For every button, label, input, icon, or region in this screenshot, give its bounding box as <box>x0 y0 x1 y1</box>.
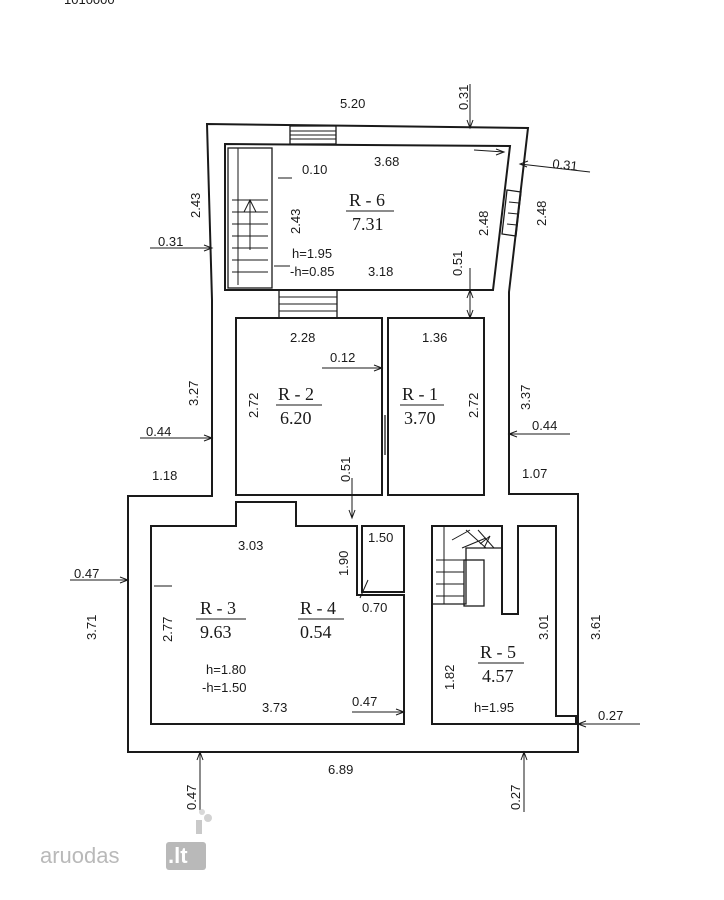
opening-r6-r2 <box>278 289 338 319</box>
dim-right-027: 0.27 <box>598 708 623 723</box>
dim-bottom-689: 6.89 <box>328 762 353 777</box>
room-r4-code: R - 4 <box>300 598 336 618</box>
room-r5-outline <box>431 525 577 725</box>
dim-r1-136: 1.36 <box>422 330 447 345</box>
dim-right-031: 0.31 <box>552 156 579 174</box>
room-r4-area: 0.54 <box>300 622 332 642</box>
window-right-r6 <box>501 189 522 237</box>
dim-left-371: 3.71 <box>84 615 99 640</box>
dim-top-520: 5.20 <box>340 96 365 111</box>
dim-r6-318: 3.18 <box>368 264 393 279</box>
room-r2-outline <box>235 317 383 496</box>
staircase-r6 <box>227 147 273 289</box>
dim-left-118: 1.18 <box>152 468 177 483</box>
note-r6-minus-h: -h=0.85 <box>290 264 334 279</box>
dim-left-327: 3.27 <box>186 381 201 406</box>
dim-right-361: 3.61 <box>588 615 603 640</box>
dim-right-107: 1.07 <box>522 466 547 481</box>
dim-r6-243-inner: 2.43 <box>288 209 303 234</box>
room-r3-area: 9.63 <box>200 622 232 642</box>
watermark-smoke <box>199 809 205 815</box>
dim-r3-277: 2.77 <box>160 617 175 642</box>
dim-r6-368: 3.68 <box>374 154 399 169</box>
dim-left-047: 0.47 <box>74 566 99 581</box>
watermark-smoke <box>204 814 212 822</box>
room-r1-code: R - 1 <box>402 384 438 404</box>
dim-top-031: 0.31 <box>456 85 471 110</box>
room-r6-area: 7.31 <box>352 214 384 234</box>
dim-right-337: 3.37 <box>518 385 533 410</box>
room-r2-area: 6.20 <box>280 408 312 428</box>
dim-r5-182: 1.82 <box>442 665 457 690</box>
room-r6-outline <box>224 142 512 291</box>
dim-bottom-027: 0.27 <box>508 785 523 810</box>
corner-code: 1010000 <box>64 0 115 7</box>
dim-r2-012: 0.12 <box>330 350 355 365</box>
room-r5-area: 4.57 <box>482 666 514 686</box>
dim-r1-272: 2.72 <box>466 393 481 418</box>
dim-bottom-047: 0.47 <box>184 785 199 810</box>
room-r4-outline <box>361 525 405 593</box>
dim-r3-047: 0.47 <box>352 694 377 709</box>
room-r5-code: R - 5 <box>480 642 516 662</box>
note-r5-h: h=1.95 <box>474 700 514 715</box>
dim-r6-010: 0.10 <box>302 162 327 177</box>
dim-r2-051: 0.51 <box>338 457 353 482</box>
dim-r3-303: 3.03 <box>238 538 263 553</box>
room-r6-code: R - 6 <box>349 190 385 210</box>
room-r1-outline <box>387 317 485 496</box>
dim-r4-070: 0.70 <box>362 600 387 615</box>
stair-arrow-head <box>243 198 257 213</box>
dim-left-044: 0.44 <box>146 424 171 439</box>
dim-left-031: 0.31 <box>158 234 183 249</box>
note-r6-h: h=1.95 <box>292 246 332 261</box>
dim-r6-248-inner: 2.48 <box>476 211 491 236</box>
watermark-logo: aruodas .lt <box>40 809 212 870</box>
dim-left-243: 2.43 <box>188 193 203 218</box>
room-r2-code: R - 2 <box>278 384 314 404</box>
dim-r4-190: 1.90 <box>336 551 351 576</box>
dim-r2-228: 2.28 <box>290 330 315 345</box>
dim-r5-301: 3.01 <box>536 615 551 640</box>
dim-right-248: 2.48 <box>534 201 549 226</box>
note-r3-minus-h: -h=1.50 <box>202 680 246 695</box>
dim-right-044: 0.44 <box>532 418 557 433</box>
dim-r4-150: 1.50 <box>368 530 393 545</box>
room-r3-outline <box>150 501 405 725</box>
room-r3-code: R - 3 <box>200 598 236 618</box>
dim-r3-373: 3.73 <box>262 700 287 715</box>
staircase-r5 <box>432 525 503 607</box>
watermark-tld-badge <box>166 842 206 870</box>
dim-r2-272: 2.72 <box>246 393 261 418</box>
dimension-leaders <box>70 84 640 812</box>
window-top <box>289 125 337 145</box>
room-r1-area: 3.70 <box>404 408 436 428</box>
dim-r6-051: 0.51 <box>450 251 465 276</box>
watermark-tld: .lt <box>168 843 188 868</box>
note-r3-h: h=1.80 <box>206 662 246 677</box>
watermark-main: aruodas <box>40 843 120 868</box>
watermark-house-chimney <box>196 820 202 834</box>
